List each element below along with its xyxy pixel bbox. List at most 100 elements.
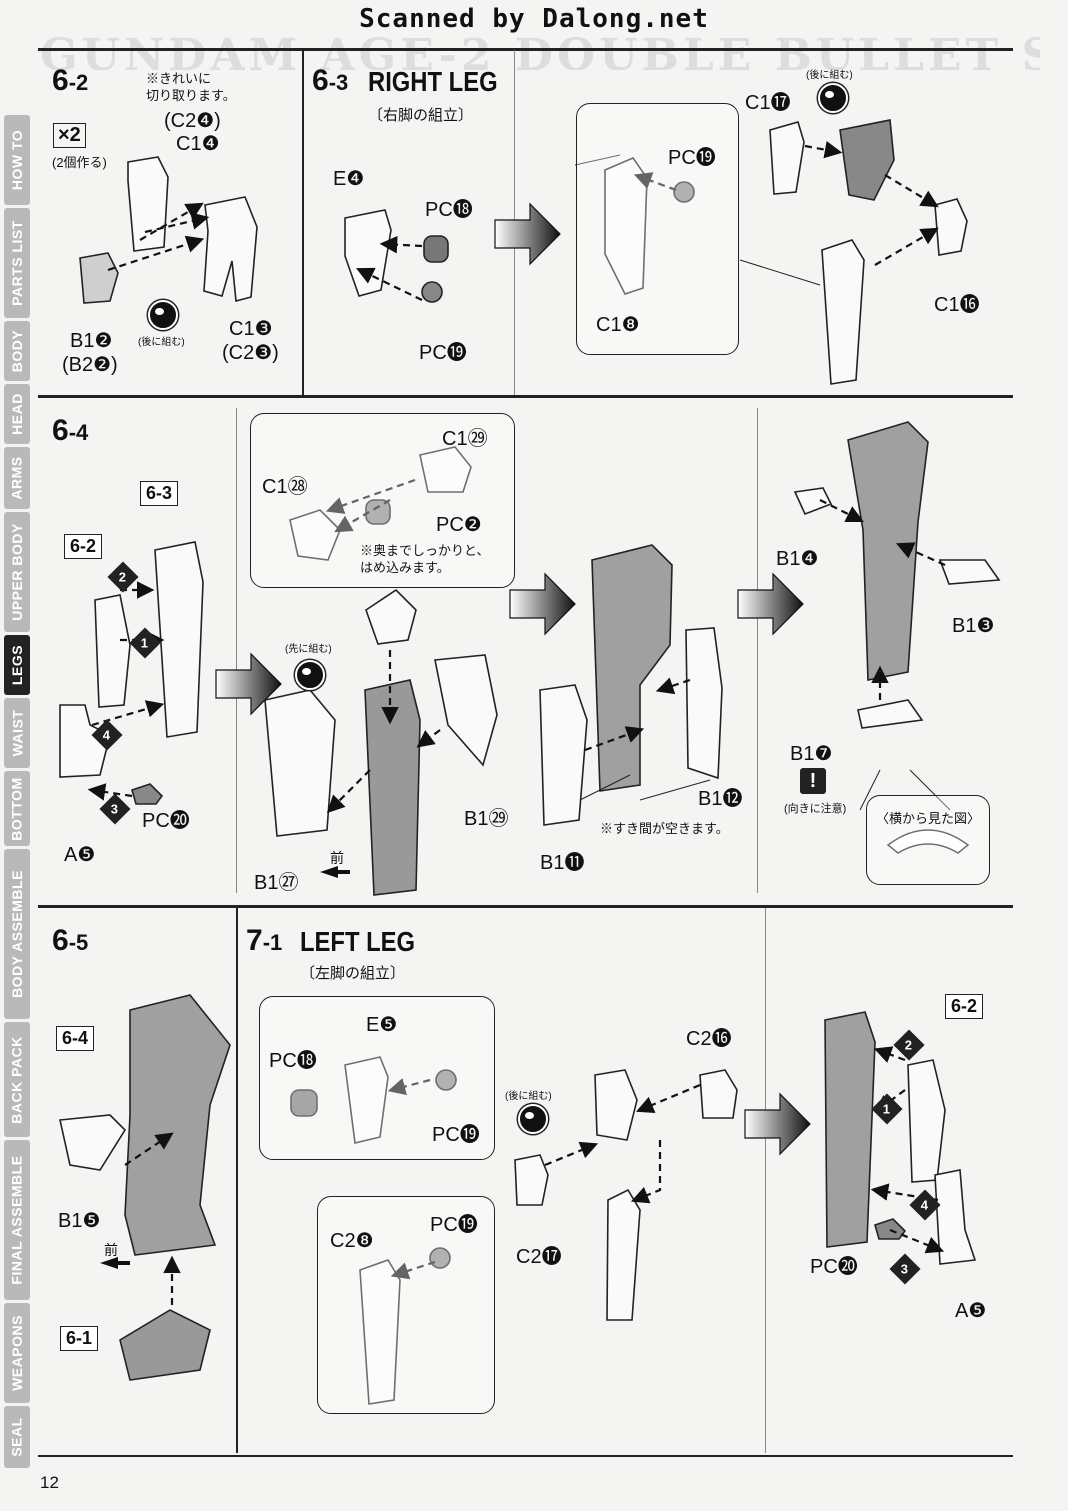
section-subtitle-right-leg: 〔右脚の組立〕 xyxy=(368,107,474,124)
subassembly-box-7-1a xyxy=(259,996,495,1160)
first-assembly-ball-icon xyxy=(295,660,325,690)
row-divider-2 xyxy=(38,905,1013,908)
sidebar-tab-head[interactable]: HEAD xyxy=(4,384,30,444)
part-6-4-ref xyxy=(124,994,231,1256)
bottom-rule xyxy=(38,1455,1013,1457)
sidebar-tab-bottom[interactable]: BOTTOM xyxy=(4,771,30,846)
part-c1-4 xyxy=(127,156,169,252)
part-label: C2❽ xyxy=(330,1230,374,1252)
caution-note: (向きに注意) xyxy=(784,803,847,815)
part-b1-3 xyxy=(938,559,1001,585)
step-6-5-number: 6-5 xyxy=(52,924,89,957)
sidebar-tab-waist[interactable]: WAIST xyxy=(4,698,30,768)
part-c1-17b xyxy=(839,119,895,201)
part-label: B1㉙ xyxy=(464,808,509,830)
part-label: C1⓰ xyxy=(934,294,980,316)
sidebar-tab-parts-list[interactable]: PARTS LIST xyxy=(4,208,30,318)
push-in-note: ※奥までしっかりと、 はめ込みます。 xyxy=(360,543,490,575)
part-label: C1❹ xyxy=(176,133,220,155)
part-c2-16 xyxy=(699,1069,738,1119)
part-c1-28 xyxy=(289,509,341,561)
front-label: 前 xyxy=(330,850,344,866)
part-label: A❺ xyxy=(955,1300,987,1322)
part-b1-29 xyxy=(434,654,498,767)
part-frame-7-1 xyxy=(594,1069,638,1141)
part-label: C2⓰ xyxy=(686,1028,732,1050)
part-label: PC⓲ xyxy=(425,199,473,221)
ref-step-6-2-left[interactable]: 6-2 xyxy=(945,994,984,1019)
sidebar-tab-body[interactable]: BODY xyxy=(4,321,30,381)
part-e4 xyxy=(344,209,392,297)
subassembly-box-6-3 xyxy=(576,103,739,355)
part-b1-12 xyxy=(685,627,723,780)
part-c1-16b xyxy=(821,239,865,385)
part-pc18-l xyxy=(290,1089,318,1117)
later-note: (後に組む) xyxy=(138,337,185,348)
sidebar-tab-upper-body[interactable]: UPPER BODY xyxy=(4,512,30,632)
part-label: C1❸ xyxy=(229,318,273,340)
sidebar-tab-body-assemble[interactable]: BODY ASSEMBLE xyxy=(4,849,30,1019)
part-label: B1❷ xyxy=(70,330,113,352)
part-pc19-b xyxy=(673,181,695,203)
section-subtitle-left-leg: 〔左脚の組立〕 xyxy=(300,965,406,982)
part-label: C1⓱ xyxy=(745,92,791,114)
part-label: C1㉙ xyxy=(442,428,488,450)
part-left-leg xyxy=(824,1011,876,1248)
part-b1-2 xyxy=(79,252,119,304)
make-two-badge: ×2 xyxy=(53,123,86,148)
part-label: C1㉘ xyxy=(262,476,308,498)
step-7-1-number: 7-1 xyxy=(246,924,283,957)
part-pc20-l xyxy=(874,1218,907,1240)
part-label: B1❸ xyxy=(952,615,995,637)
sidebar-tab-final-assemble[interactable]: FINAL ASSEMBLE xyxy=(4,1140,30,1300)
later-assembly-ball-icon xyxy=(518,1104,548,1134)
later-note: (後に組む) xyxy=(505,1091,552,1102)
part-label: PC⓳ xyxy=(432,1124,480,1146)
sidebar-tab-legs[interactable]: LEGS xyxy=(4,635,30,695)
part-label: B1❹ xyxy=(776,548,819,570)
part-label: C2⓱ xyxy=(516,1246,562,1268)
part-label: E❹ xyxy=(333,168,365,190)
part-e5 xyxy=(344,1056,389,1144)
col-divider-6-2 xyxy=(302,50,304,395)
later-assembly-ball-icon xyxy=(818,83,848,113)
later-note: (後に組む) xyxy=(806,70,853,81)
part-6-3-ref xyxy=(154,541,204,738)
part-c1-3 xyxy=(203,196,258,303)
ref-step-6-4[interactable]: 6-4 xyxy=(56,1026,95,1051)
part-label: (B2❷) xyxy=(62,354,118,376)
step-6-4-number: 6-4 xyxy=(52,414,89,447)
ref-step-6-3[interactable]: 6-3 xyxy=(140,481,179,506)
caution-icon: ! xyxy=(800,768,826,794)
ref-step-6-1[interactable]: 6-1 xyxy=(60,1326,99,1351)
part-label: B1❼ xyxy=(790,743,833,765)
part-c1-8 xyxy=(604,157,648,295)
sidebar-tab-arms[interactable]: ARMS xyxy=(4,447,30,509)
part-b1-27 xyxy=(264,689,336,837)
part-label: PC⓳ xyxy=(668,147,716,169)
scanner-credit: Scanned by Dalong.net xyxy=(359,4,709,34)
part-label: E❺ xyxy=(366,1014,398,1036)
col-divider-6-5 xyxy=(236,908,238,1453)
part-label: (C2❸) xyxy=(222,342,279,364)
part-joint xyxy=(365,588,417,645)
sidebar-tab-weapons[interactable]: WEAPONS xyxy=(4,1303,30,1403)
gap-note: ※すき間が空きます。 xyxy=(600,821,729,836)
sidebar-tab-seal[interactable]: SEAL xyxy=(4,1406,30,1468)
step-6-3-number: 6-3 xyxy=(312,64,349,97)
col-divider-6-4b xyxy=(757,408,758,893)
sidebar-tab-back-pack[interactable]: BACK PACK xyxy=(4,1022,30,1137)
sidebar-tab-how-to[interactable]: HOW TO xyxy=(4,115,30,205)
part-b1-5 xyxy=(59,1114,127,1171)
part-b1-11 xyxy=(539,684,588,826)
part-label: B1㉗ xyxy=(254,872,299,894)
part-c1-17 xyxy=(769,121,805,195)
make-two-note: (2個作る) xyxy=(52,155,107,170)
first-assembly-note: (先に組む) xyxy=(285,644,332,655)
part-leg-cover xyxy=(847,421,929,681)
part-pc19-a xyxy=(421,281,443,303)
part-a5-l xyxy=(934,1169,977,1265)
part-b1-7 xyxy=(857,699,924,729)
ref-step-6-2[interactable]: 6-2 xyxy=(64,534,103,559)
